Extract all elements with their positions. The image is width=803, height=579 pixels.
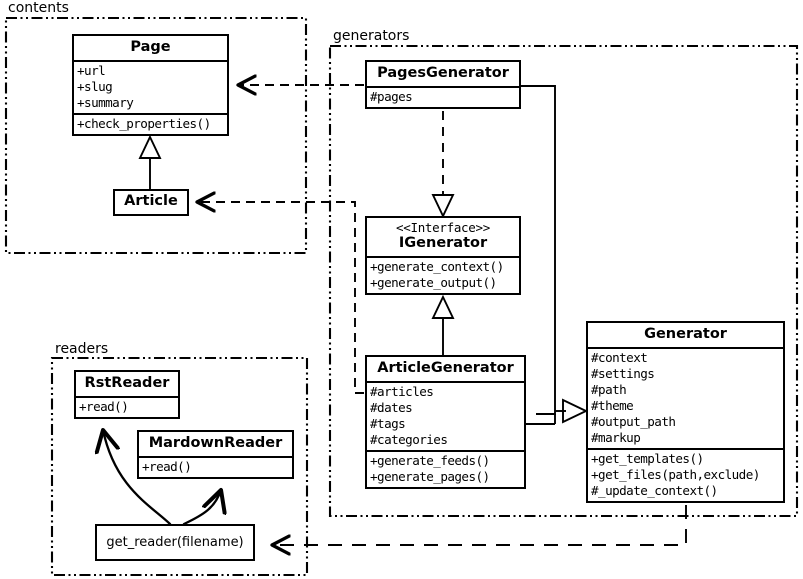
class-attribute: #context [591,349,648,365]
package-label-readers: readers [53,341,111,357]
class-box-page[interactable]: Page +url +slug +summary +check_properti… [72,34,229,136]
class-name-igenerator: IGenerator [398,235,488,252]
class-box-pagesgenerator[interactable]: PagesGenerator #pages [365,60,521,109]
class-attribute: +url [77,62,106,78]
class-operations-mardownreader: +read() [139,455,292,477]
class-title-article: Article [124,193,178,209]
class-title-generator: Generator [644,326,727,342]
class-operations-rstreader: +read() [76,395,178,417]
class-operations-generator: +get_templates() +get_files(path,exclude… [588,447,783,501]
relation-generators-extend-generator [521,85,589,425]
function-label-get-reader: get_reader(filename) [106,535,244,550]
class-attributes-pagesgenerator: #pages [367,85,519,107]
function-box-get-reader[interactable]: get_reader(filename) [95,524,255,561]
class-box-igenerator[interactable]: <<Interface>> IGenerator +generate_conte… [365,216,521,296]
class-operations-articlegenerator: +generate_feeds() +generate_pages() [367,449,524,487]
class-title-mardownreader: MardownReader [148,435,283,451]
class-operation: +read() [79,398,129,414]
class-box-article[interactable]: Article [113,189,189,216]
class-attributes-articlegenerator: #articles #dates #tags #categories [367,380,524,450]
class-operation: +generate_pages() [370,468,490,484]
relation-article-generalizes-page [138,134,162,190]
class-attribute: #dates [370,399,413,415]
class-operation: +get_templates() [591,450,704,466]
class-attribute: #markup [591,429,641,445]
relation-articlegenerator-depends-article [197,202,364,394]
class-box-rstreader[interactable]: RstReader +read() [74,370,180,419]
class-attributes-generator: #context #settings #path #theme #output_… [588,346,783,448]
class-title-page: Page [130,39,171,55]
class-attribute: #articles [370,383,434,399]
class-attributes-page: +url +slug +summary [74,59,227,113]
class-attribute: #theme [591,397,634,413]
class-operation: +generate_context() [370,259,504,275]
class-operations-igenerator: +generate_context() +generate_output() [367,256,519,293]
class-attribute: #path [591,381,627,397]
class-box-articlegenerator[interactable]: ArticleGenerator #articles #dates #tags … [365,355,526,489]
class-title-rstreader: RstReader [84,375,170,391]
class-title-igenerator: <<Interface>> IGenerator [367,218,519,256]
class-title-pagesgenerator: PagesGenerator [377,65,509,81]
class-attribute: +summary [77,94,134,110]
class-attribute: #categories [370,431,448,447]
class-operation: +read() [142,458,192,474]
class-attribute: #settings [591,365,655,381]
relation-pagesgenerator-realizes-igenerator [431,111,455,219]
class-stereotype-igenerator: <<Interface>> [396,220,490,235]
package-label-contents: contents [6,0,71,16]
class-operation: +generate_feeds() [370,452,490,468]
class-attribute: #tags [370,415,406,431]
relation-getreader-creates-mardownreader [182,490,221,526]
relation-generator-depends-getreader [272,505,687,545]
class-operations-page: +check_properties() [74,112,227,134]
relation-articlegenerator-realizes-igenerator [431,294,455,355]
class-operation: +get_files(path,exclude) [591,466,760,482]
class-operation: +generate_output() [370,275,497,291]
class-operation: #_update_context() [591,482,718,498]
package-label-generators: generators [331,28,412,44]
class-attribute: #pages [370,88,413,104]
class-attribute: +slug [77,78,113,94]
class-title-articlegenerator: ArticleGenerator [377,360,514,376]
class-attribute: #output_path [591,413,676,429]
class-box-mardownreader[interactable]: MardownReader +read() [137,430,294,479]
class-box-generator[interactable]: Generator #context #settings #path #them… [586,321,785,503]
class-operation: +check_properties() [77,115,211,131]
